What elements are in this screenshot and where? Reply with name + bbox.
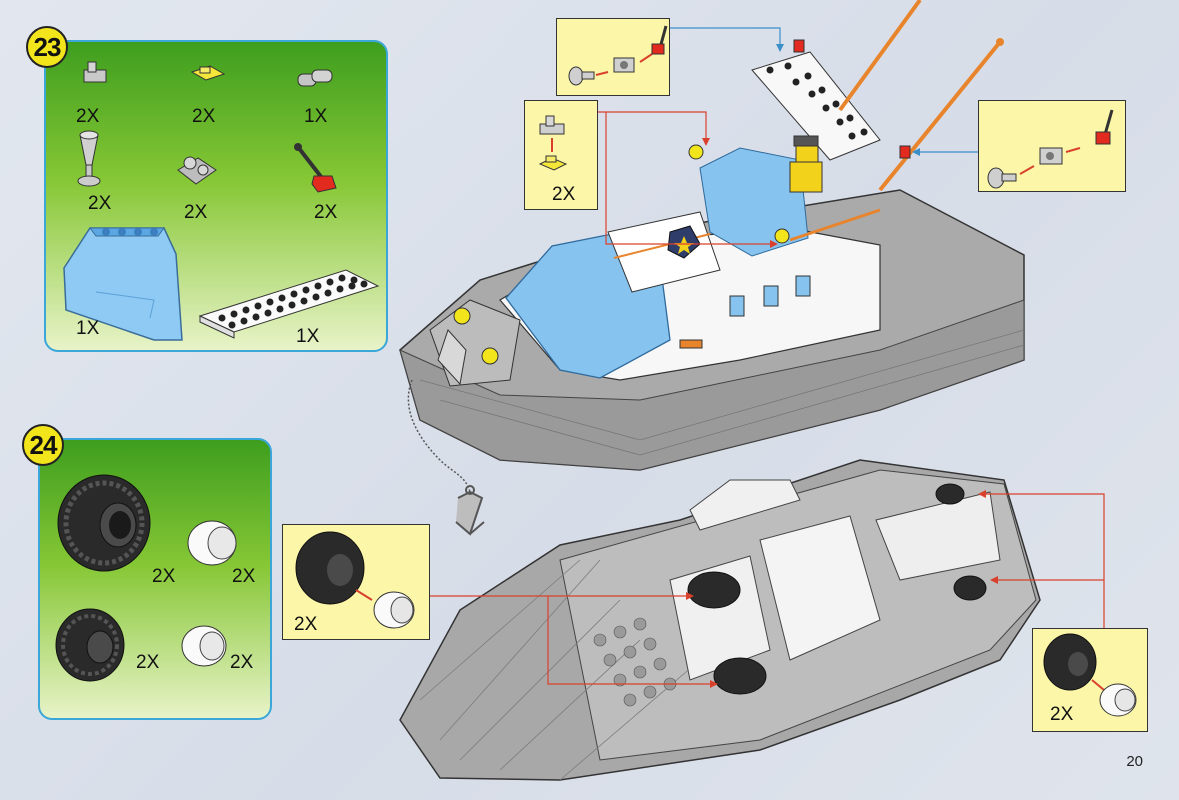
step23-qty-yellow-plate: 2X <box>192 106 216 127</box>
grey-round-plate-part <box>177 156 217 185</box>
step23-qty-grey-round-plate: 2X <box>184 202 208 223</box>
yellow-plate-part <box>190 65 226 81</box>
small-wheel-detail-drawing <box>1043 633 1137 717</box>
clip-plate-part <box>83 61 107 83</box>
callout-arrows-bottom <box>430 490 1105 688</box>
clip-detail-qty: 2X <box>552 184 576 205</box>
small-wheel-detail-qty: 2X <box>1050 704 1074 725</box>
small-tire-part <box>55 608 125 682</box>
step23-qty-windscreen: 1X <box>76 318 100 339</box>
step23-qty-binoculars: 1X <box>304 106 328 127</box>
large-tire-part <box>57 474 151 572</box>
step24-qty-small-tire: 2X <box>136 652 160 673</box>
boat-bottom-assembly <box>399 459 1041 781</box>
step23-qty-lever: 2X <box>314 202 338 223</box>
lever-part <box>294 143 337 193</box>
step24-qty-large-rim: 2X <box>232 566 256 587</box>
small-rim-part <box>181 625 227 667</box>
step24-qty-large-tire: 2X <box>152 566 176 587</box>
step-23-badge: 23 <box>26 26 68 68</box>
step23-qty-clip-plate: 2X <box>76 106 100 127</box>
antenna-detail-callout <box>556 18 670 96</box>
step23-qty-goblet: 2X <box>88 193 112 214</box>
clip-detail-drawing <box>538 115 568 171</box>
large-wheel-detail-drawing <box>295 531 415 629</box>
page-number: 20 <box>1126 753 1143 770</box>
blue-windscreen-part <box>63 227 183 341</box>
binoculars-part <box>297 69 333 87</box>
large-rim-part <box>187 520 237 566</box>
large-wheel-detail-qty: 2X <box>294 614 318 635</box>
goblet-part <box>77 130 101 187</box>
white-plate-part <box>198 269 380 339</box>
callout-arrows-top <box>598 27 978 248</box>
clip-detail-callout <box>524 100 598 210</box>
boat-top-assembly <box>399 0 1025 536</box>
right-lever-detail-drawing <box>987 109 1114 189</box>
antenna-detail-drawing <box>568 25 668 86</box>
step24-qty-small-rim: 2X <box>230 652 254 673</box>
step23-qty-white-plate: 1X <box>296 326 320 347</box>
step-24-badge: 24 <box>22 424 64 466</box>
